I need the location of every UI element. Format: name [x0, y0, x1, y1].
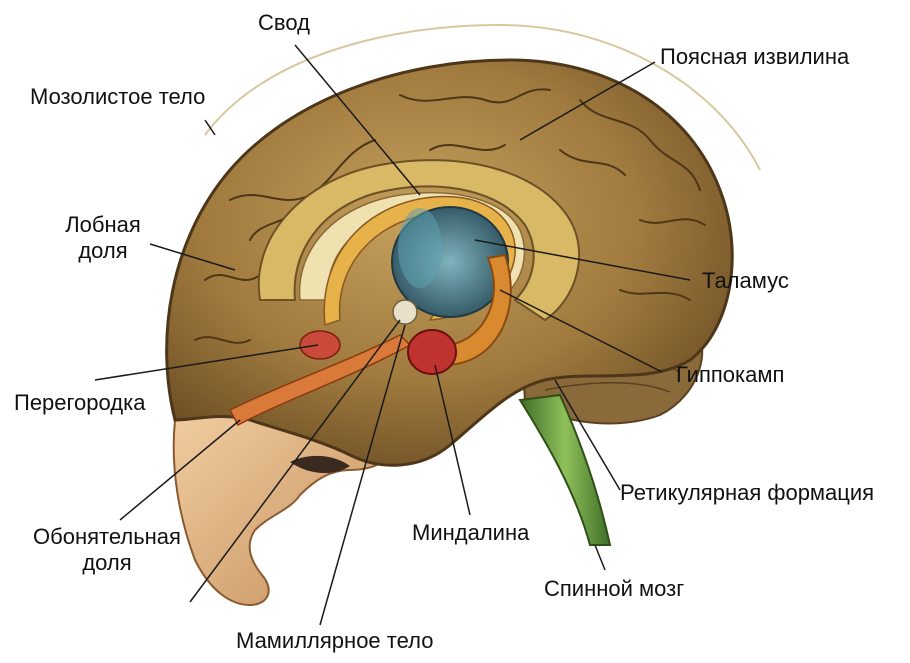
septum [300, 331, 340, 359]
label-mindalina: Миндалина [412, 520, 529, 546]
label-lobnaya-line1: Лобная [58, 212, 148, 238]
label-peregorodka: Перегородка [14, 390, 145, 416]
mamillary-body [393, 300, 417, 324]
label-talamus: Таламус [702, 268, 789, 294]
label-svod: Свод [258, 10, 310, 36]
label-gippokamp: Гиппокамп [676, 362, 784, 388]
label-retikulyarnaya-formaciya: Ретикулярная формация [620, 480, 874, 506]
label-lobnaya-dolya: Лобная доля [58, 212, 148, 264]
label-obonyatelnaya-line2: доля [22, 550, 192, 576]
label-lobnaya-line2: доля [58, 238, 148, 264]
label-spinnoy-mozg: Спинной мозг [544, 576, 684, 602]
label-mamillyarnoe-telo: Мамиллярное тело [236, 628, 433, 654]
amygdala [408, 330, 456, 374]
label-mozolistoe-telo: Мозолистое тело [30, 84, 205, 110]
label-obonyatelnaya-dolya: Обонятельная доля [22, 524, 192, 576]
label-obonyatelnaya-line1: Обонятельная [22, 524, 192, 550]
label-poyasnaya-izvilina: Поясная извилина [660, 44, 849, 70]
